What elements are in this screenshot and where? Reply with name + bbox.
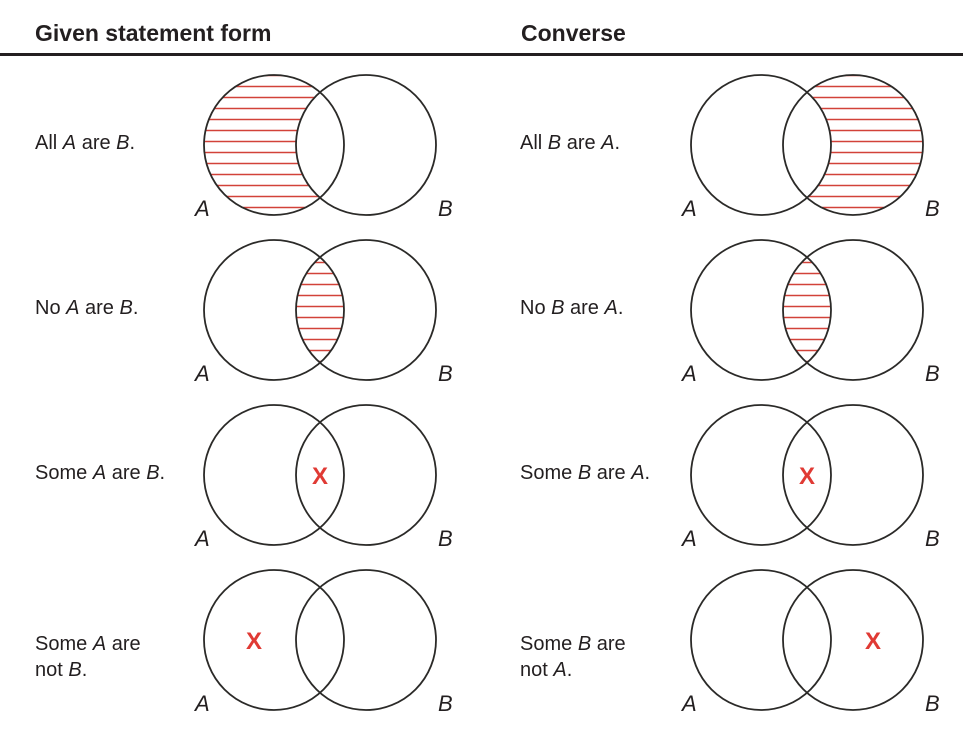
- circle-b: [295, 74, 437, 216]
- circle-b: [782, 404, 924, 546]
- statement-label-converse-row2: No B are A.: [520, 297, 624, 319]
- circle-a-label: A: [193, 526, 210, 551]
- circle-b-label: B: [925, 361, 940, 386]
- column-header-converse: Converse: [521, 20, 626, 46]
- circle-b: [295, 404, 437, 546]
- circle-a: [203, 569, 345, 711]
- header-rule: [0, 53, 963, 56]
- shaded-region-intersection: [783, 240, 831, 380]
- circle-b-label: B: [925, 691, 940, 716]
- statement-label-given-row3: Some A are B.: [35, 462, 166, 484]
- statement-label-given-row1: All A are B.: [35, 132, 136, 154]
- circle-a: [690, 74, 832, 216]
- circle-a-label: A: [193, 691, 210, 716]
- circle-a: [203, 239, 345, 381]
- circle-a: [203, 74, 345, 216]
- circle-b: [782, 239, 924, 381]
- circle-b-label: B: [438, 196, 453, 221]
- circle-b: [295, 569, 437, 711]
- circle-b-label: B: [925, 196, 940, 221]
- circle-b-label: B: [438, 361, 453, 386]
- circle-b-label: B: [438, 691, 453, 716]
- x-mark-intersection: X: [799, 463, 815, 490]
- x-mark-b-only: X: [865, 628, 881, 655]
- circle-a-label: A: [193, 196, 210, 221]
- circle-a: [690, 569, 832, 711]
- circle-a: [203, 404, 345, 546]
- venn-diagram-converse-row3: A B X: [680, 404, 940, 551]
- circle-b: [782, 569, 924, 711]
- statement-label-converse-row3: Some B are A.: [520, 462, 651, 484]
- column-header-given: Given statement form: [35, 20, 272, 46]
- circle-a-label: A: [680, 361, 697, 386]
- venn-diagram-given-row4: A B X: [193, 569, 453, 716]
- circle-b: [295, 239, 437, 381]
- circle-a: [690, 239, 832, 381]
- venn-diagram-converse-row4: A B X: [680, 569, 940, 716]
- circle-a-label: A: [193, 361, 210, 386]
- x-mark-a-only: X: [246, 628, 262, 655]
- shaded-region-intersection: [296, 240, 344, 380]
- statement-label-given-row2: No A are B.: [35, 297, 139, 319]
- statement-label-converse-row1: All B are A.: [520, 132, 621, 154]
- circle-a-label: A: [680, 526, 697, 551]
- circle-b: [782, 74, 924, 216]
- circle-a: [690, 404, 832, 546]
- circle-b-label: B: [925, 526, 940, 551]
- venn-diagram-given-row3: A B X: [193, 404, 453, 551]
- circle-a-label: A: [680, 196, 697, 221]
- circle-b-label: B: [438, 526, 453, 551]
- x-mark-intersection: X: [312, 463, 328, 490]
- circle-a-label: A: [680, 691, 697, 716]
